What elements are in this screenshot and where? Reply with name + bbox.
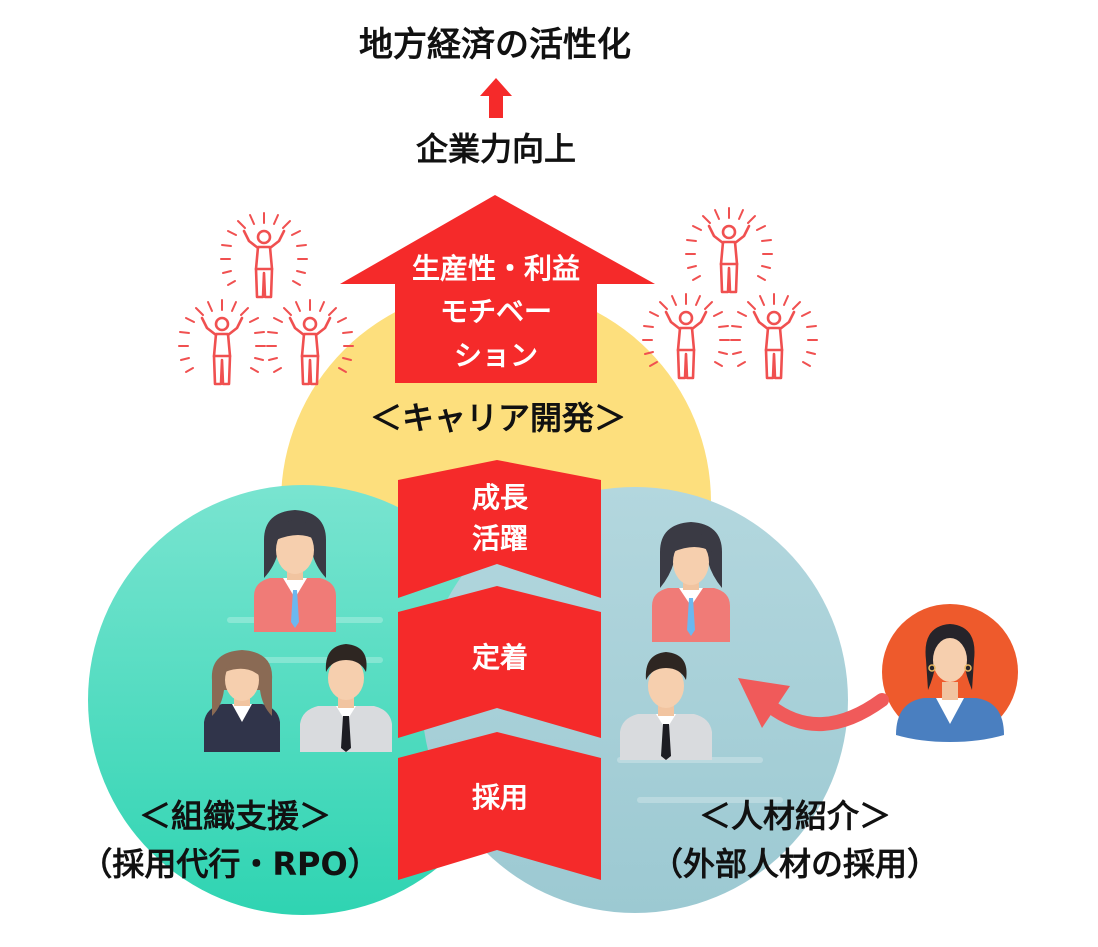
productivity-line-3: ション: [453, 338, 538, 372]
up-arrow-icon: [480, 78, 512, 118]
retention-chevron: [398, 586, 601, 738]
talent-title: ＜人材紹介＞: [698, 797, 891, 835]
goal-title: 地方経済の活性化: [359, 25, 631, 65]
cheering-person-icon: [177, 298, 267, 386]
external-candidate-avatar: [882, 604, 1018, 742]
productivity-line-2: モチベー: [439, 295, 552, 329]
talent-subtitle: （外部人材の採用）: [650, 845, 939, 883]
growth-chevron: [398, 460, 601, 598]
businessman-avatar-icon: [300, 644, 392, 752]
org-support-subtitle: （採用代行・RPO）: [80, 845, 380, 883]
businesswoman-avatar-icon: [204, 650, 280, 752]
woman-avatar-icon: [254, 510, 336, 632]
hiring-label: 採用: [471, 781, 528, 814]
curved-arrow-head-icon: [738, 678, 790, 728]
cheering-person-icon: [219, 211, 309, 299]
growth-line-2: 活躍: [471, 521, 528, 555]
growth-line-1: 成長: [471, 481, 528, 514]
career-label: ＜キャリア開発＞: [369, 399, 626, 437]
woman-avatar-icon: [652, 522, 730, 642]
productivity-label: 生産性・利益 モチベー ション: [380, 247, 612, 377]
cheering-person-icon: [729, 292, 819, 380]
growth-label: 成長 活躍: [400, 478, 600, 559]
curved-arrow: [763, 693, 889, 731]
productivity-line-1: 生産性・利益: [411, 252, 580, 285]
hiring-chevron: [398, 732, 601, 880]
cheering-person-icon: [684, 206, 774, 294]
org-support-title: ＜組織支援＞: [138, 797, 331, 835]
businessman-avatar-icon: [620, 652, 712, 760]
retention-label: 定着: [471, 641, 528, 674]
sub-goal-title: 企業力向上: [415, 130, 576, 168]
productivity-arrow: [340, 195, 655, 383]
